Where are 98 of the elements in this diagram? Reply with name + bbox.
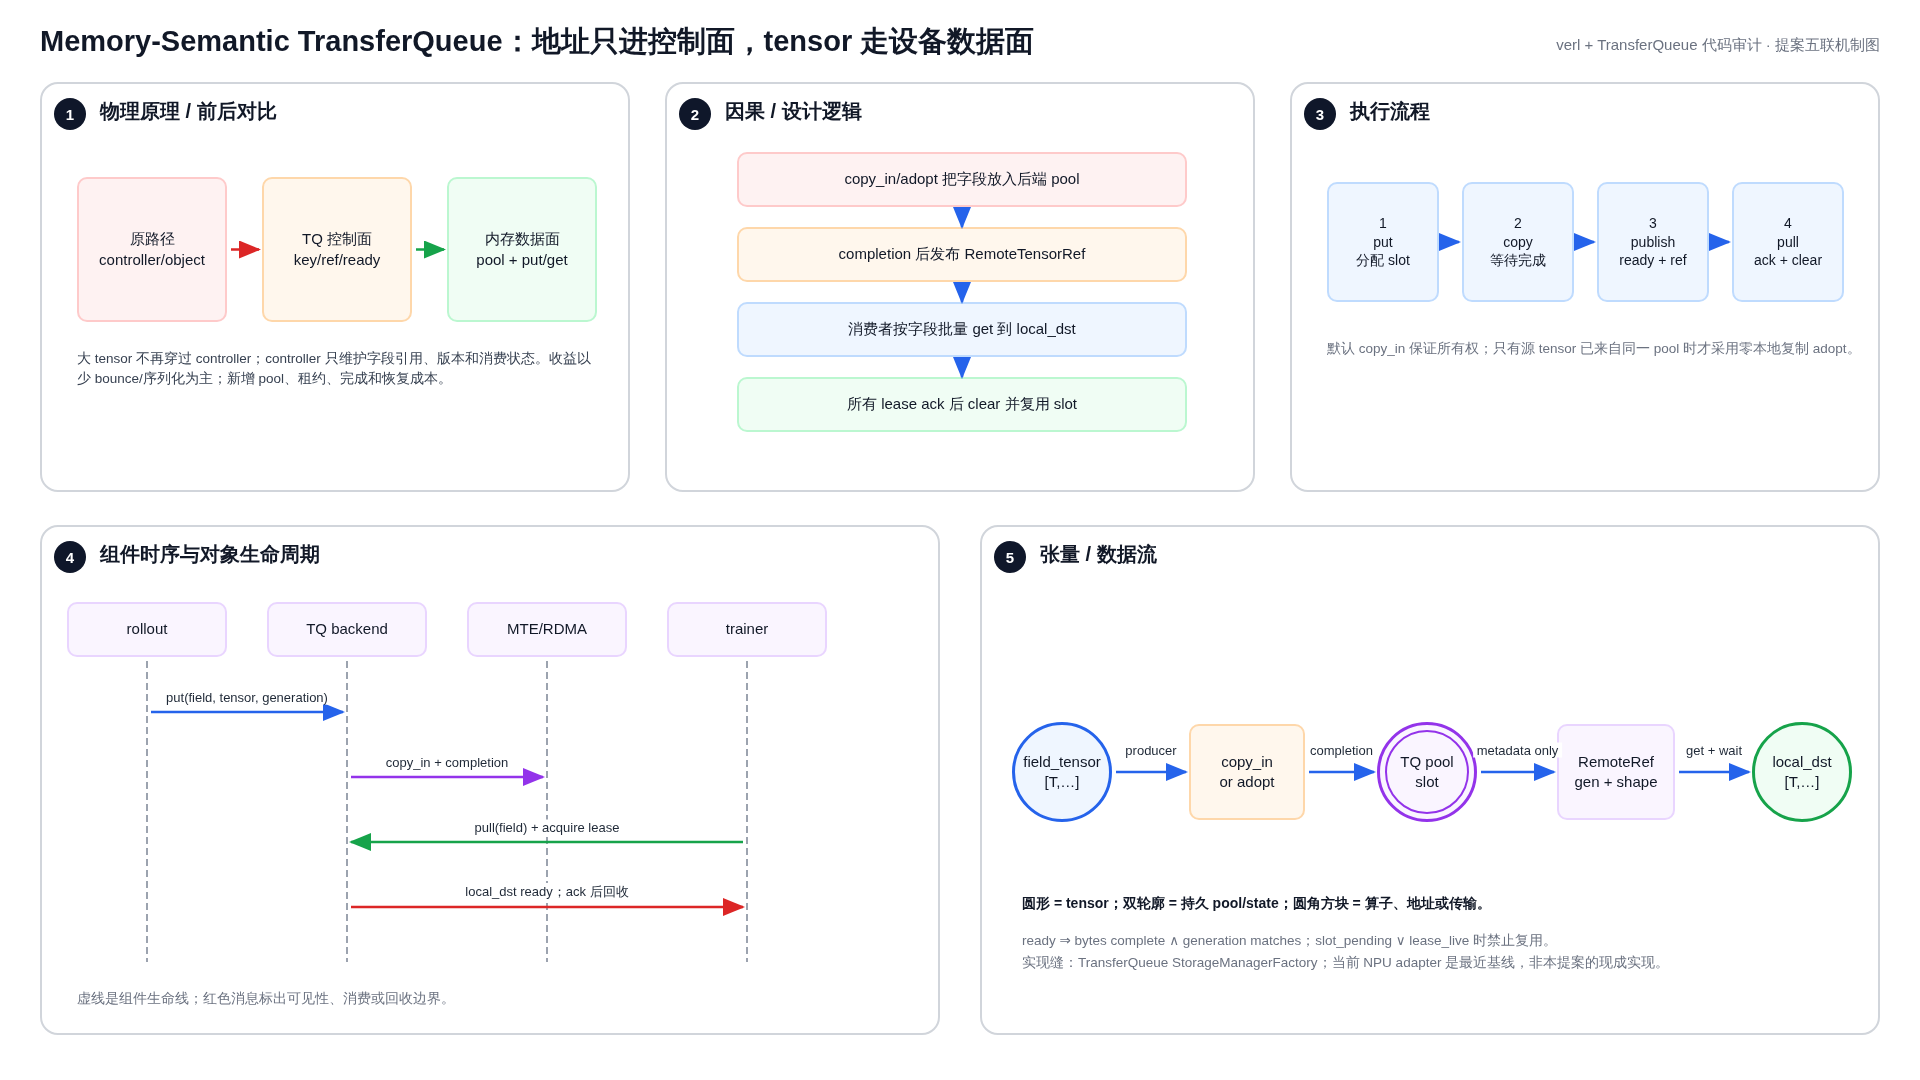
panel-card (1290, 82, 1880, 492)
node-label: pool + put/get (476, 249, 568, 270)
panel-heading: 执行流程 (1350, 99, 1430, 124)
badge-number: 1 (65, 105, 75, 123)
badge-number: 2 (690, 105, 700, 123)
panel-card (40, 525, 940, 1035)
node-label: put (1373, 232, 1393, 252)
number-badge (1304, 98, 1336, 130)
node-label: 3 (1649, 213, 1657, 233)
node-label: 4 (1784, 213, 1792, 233)
node-label: 2 (1514, 213, 1522, 233)
number-badge (54, 541, 86, 573)
node-label: ready + ref (1619, 251, 1687, 271)
panel-card (980, 525, 1880, 1035)
node-label: RemoteRef (1578, 751, 1654, 772)
node-label: 消费者按字段批量 get 到 local_dst (848, 319, 1076, 340)
node-label: completion 后发布 RemoteTensorRef (838, 244, 1086, 265)
arrow (1481, 763, 1556, 781)
node-label: copy_in (1221, 751, 1273, 772)
node-label: slot (1415, 772, 1439, 792)
edge-label: metadata only (1472, 742, 1563, 758)
badge-number: 5 (1005, 548, 1015, 566)
arrow (231, 240, 261, 259)
node-label: 原路径 (129, 229, 175, 250)
node-label: TQ backend (306, 619, 388, 640)
process-box (447, 177, 597, 322)
arrow (151, 703, 345, 721)
node-label: 所有 lease ack 后 clear 并复用 slot (846, 394, 1078, 415)
node-label: 1 (1379, 213, 1387, 233)
arrow (953, 207, 971, 229)
lifeline-header (67, 602, 227, 657)
node-label: ack + clear (1753, 251, 1823, 271)
process-box (1189, 724, 1305, 820)
process-box (262, 177, 412, 322)
node-label: copy (1503, 232, 1533, 252)
panel-note: ready ⇒ bytes complete ∧ generation matches；slot_pending ∨ lease_live 时禁止复用。 (1022, 932, 1559, 950)
number-badge (54, 98, 86, 130)
node-label: publish (1630, 232, 1676, 252)
panel-note: 默认 copy_in 保证所有权；只有源 tensor 已来自同一 pool 时才采用零本地复制 adopt。 (1327, 340, 1862, 358)
panel-heading: 物理原理 / 前后对比 (100, 99, 277, 124)
panel-card (665, 82, 1255, 492)
node-label: gen + shape (1574, 772, 1658, 792)
process-box (1597, 182, 1709, 302)
panel-card (40, 82, 630, 492)
panel-note: 实现缝：TransferQueue StorageManagerFactory；当前 NPU adapter 是最近基线，非本提案的现成实现。 (1022, 954, 1671, 972)
node-label: 分配 slot (1356, 251, 1410, 271)
node-label: rollout (126, 619, 168, 640)
node-label: MTE/RDMA (507, 619, 587, 640)
node-label: controller/object (99, 249, 205, 270)
node-label: trainer (725, 619, 769, 640)
arrow (1309, 763, 1376, 781)
number-badge (994, 541, 1026, 573)
node-label: pull (1777, 232, 1799, 252)
arrow (953, 282, 971, 304)
process-box (737, 227, 1187, 282)
arrow (1116, 763, 1188, 781)
lifeline-header (467, 602, 627, 657)
page-title: Memory-Semantic TransferQueue：地址只进控制面，tensor 走设备数据面 (40, 24, 1035, 59)
node-label: 等待完成 (1490, 251, 1546, 271)
arrow (416, 240, 446, 259)
node-label: or adopt (1219, 772, 1275, 792)
arrow (349, 833, 743, 851)
node-label: [T,…] (1784, 772, 1820, 792)
process-box (737, 152, 1187, 207)
panel-heading: 组件时序与对象生命周期 (100, 542, 320, 567)
process-box (1557, 724, 1675, 820)
process-box (1732, 182, 1844, 302)
process-box (737, 377, 1187, 432)
node-label: TQ 控制面 (302, 229, 372, 250)
arrow (1679, 763, 1751, 781)
panel-note: 圆形 = tensor；双轮廓 = 持久 pool/state；圆角方块 = 算子、地址或传输。 (1022, 894, 1492, 913)
number-badge (679, 98, 711, 130)
node-label: TQ pool (1400, 751, 1454, 772)
node-label: key/ref/ready (293, 249, 381, 270)
arrow (351, 898, 745, 916)
arrow (1439, 233, 1461, 251)
node-label: [T,…] (1044, 772, 1080, 792)
process-box (1462, 182, 1574, 302)
process-box (737, 302, 1187, 357)
arrow (1574, 233, 1596, 251)
node-label: local_dst (1772, 751, 1832, 772)
lifeline-header (267, 602, 427, 657)
arrow (351, 768, 545, 786)
subtitle-note: verl + TransferQueue 代码审计 · 提案五联机制图 (1556, 36, 1880, 55)
badge-number: 4 (65, 548, 75, 566)
panel-heading: 张量 / 数据流 (1040, 542, 1157, 567)
arrow (1709, 233, 1731, 251)
process-box (77, 177, 227, 322)
arrow (953, 357, 971, 379)
panel-note: 虚线是组件生命线；红色消息标出可见性、消费或回收边界。 (77, 990, 456, 1008)
lifeline-header (667, 602, 827, 657)
node-label: 内存数据面 (484, 229, 560, 250)
panel-heading: 因果 / 设计逻辑 (725, 99, 862, 124)
process-box (1327, 182, 1439, 302)
badge-number: 3 (1315, 105, 1325, 123)
panel-note: 大 tensor 不再穿过 controller；controller 只维护字段引用、版本和消费状态。收益以少 bounce/序列化为主；新增 pool、租约、完成和恢复成本。 (77, 350, 592, 389)
node-label: field_tensor (1023, 751, 1101, 772)
node-label: copy_in/adopt 把字段放入后端 pool (844, 169, 1080, 190)
